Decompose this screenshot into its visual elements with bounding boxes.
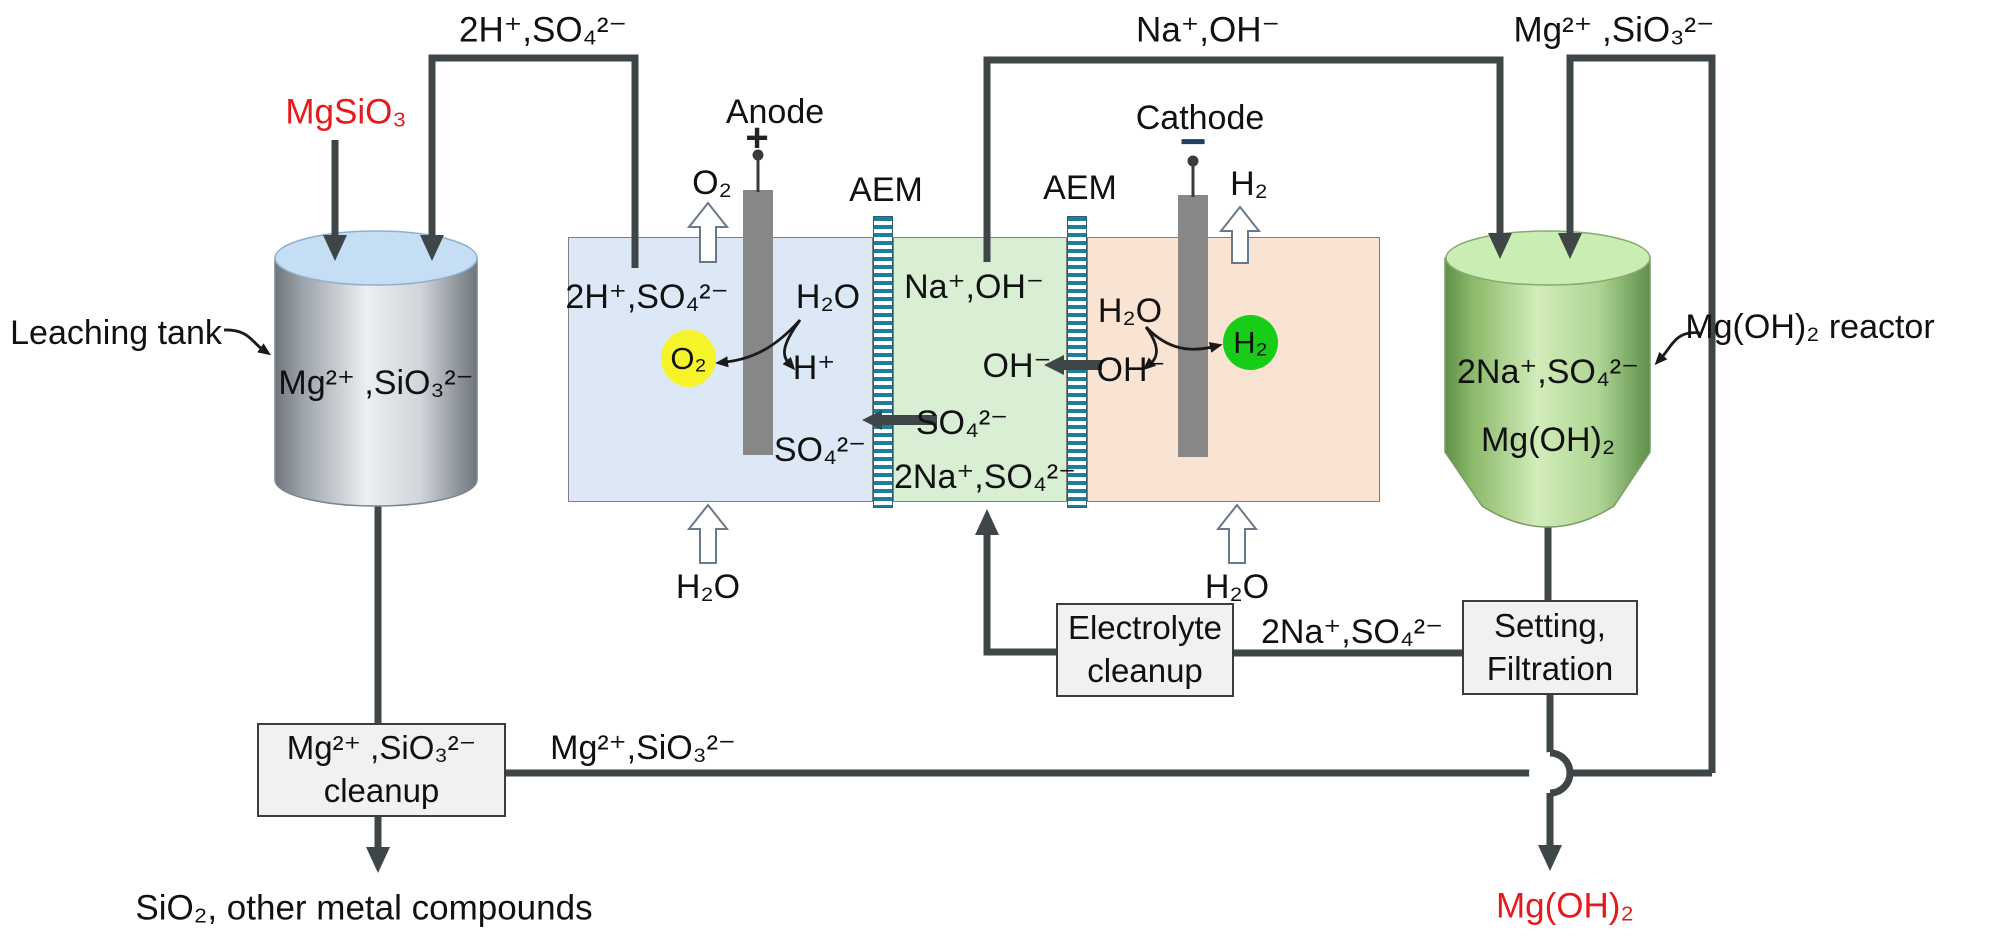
catholyte-chamber <box>1087 237 1380 502</box>
leaching-tank-callout-arrow <box>223 328 272 356</box>
naoh-recycle-line <box>983 56 1512 262</box>
center-hydroxide-label: OH⁻ <box>982 347 1052 385</box>
electrolyte-cleanup-line2: cleanup <box>1087 652 1203 689</box>
water-in-arrow-left <box>686 503 730 564</box>
center-bottom-label: 2Na⁺,SO₄²⁻ <box>893 458 1077 496</box>
electrolyte-cleanup-line1: Electrolyte <box>1067 609 1223 647</box>
anode-bar <box>743 190 773 455</box>
electrolyte-return-line <box>975 509 1056 656</box>
anolyte-solution-label: 2H⁺,SO₄²⁻ <box>565 278 729 316</box>
tank-content-label: Mg²⁺ ,SiO₃²⁻ <box>278 364 474 402</box>
aem-membrane-left <box>873 216 893 508</box>
cathode-bar <box>1178 195 1208 457</box>
setting-filtration-line1: Setting, <box>1494 606 1606 644</box>
sodium-sulfate-label: 2Na⁺,SO₄²⁻ <box>1260 613 1444 651</box>
hydrogen-out-label: H₂ <box>1230 165 1268 203</box>
mgsi-out-label: Mg²⁺,SiO₃²⁻ <box>550 729 736 767</box>
setting-filtration-box: Setting, Filtration <box>1462 600 1638 695</box>
mg-cleanup-line1: Mg²⁺ ,SiO₃²⁻ <box>286 729 477 767</box>
line-hop-arc <box>1549 749 1574 797</box>
leaching-tank-label: Leaching tank <box>10 314 222 352</box>
mgsio3-feed-label: MgSiO₃ <box>285 92 407 132</box>
oxygen-out-label: O₂ <box>692 164 732 202</box>
reactor-top <box>1445 230 1651 286</box>
electrolyte-cleanup-box: Electrolyte cleanup <box>1056 603 1234 697</box>
aem-left-label: AEM <box>849 171 923 209</box>
anolyte-water-label: H₂O <box>795 278 861 316</box>
reactor-body <box>1444 257 1651 528</box>
mgsi-recycle-label: Mg²⁺ ,SiO₃²⁻ <box>1513 10 1715 50</box>
line-hop-mask <box>1529 752 1571 794</box>
center-solution-label: Na⁺,OH⁻ <box>904 268 1044 306</box>
cathode-sign: − <box>1179 115 1207 167</box>
anode-sign: + <box>745 116 769 160</box>
anolyte-sulfate-label: SO₄²⁻ <box>773 431 867 469</box>
byproduct-label: SiO₂, other metal compounds <box>135 888 593 928</box>
anolyte-chamber <box>568 237 873 502</box>
proton-label: H⁺ <box>792 349 836 387</box>
catholyte-hydroxide-label: OH⁻ <box>1096 351 1166 389</box>
water-in-arrow-right <box>1215 503 1259 564</box>
water-in-left-label: H₂O <box>675 568 741 606</box>
catholyte-water-label: H₂O <box>1097 292 1163 330</box>
oxygen-bubble: O₂ <box>661 330 716 387</box>
leaching-tank-top <box>274 230 478 286</box>
water-in-right-label: H₂O <box>1204 568 1270 606</box>
aem-right-label: AEM <box>1043 169 1117 207</box>
anode-label: Anode <box>725 93 825 131</box>
naoh-recycle-label: Na⁺,OH⁻ <box>1136 10 1280 50</box>
product-label: Mg(OH)₂ <box>1495 886 1635 926</box>
reactor-content-bottom-label: Mg(OH)₂ <box>1480 421 1616 459</box>
mg-cleanup-line2: cleanup <box>323 772 440 809</box>
reactor-content-top-label: 2Na⁺,SO₄²⁻ <box>1456 353 1640 391</box>
cathode-label: Cathode <box>1135 99 1265 137</box>
hydrogen-bubble-label: H₂ <box>1233 324 1268 360</box>
hydrogen-bubble: H₂ <box>1223 315 1278 370</box>
acid-recycle-label: 2H⁺,SO₄²⁻ <box>459 10 627 50</box>
oxygen-bubble-label: O₂ <box>670 340 707 376</box>
reactor-callout-label: Mg(OH)₂ reactor <box>1685 308 1935 346</box>
center-chamber <box>893 237 1067 502</box>
setting-filtration-line2: Filtration <box>1486 649 1614 687</box>
mg-cleanup-box: Mg²⁺ ,SiO₃²⁻ cleanup <box>257 723 506 817</box>
center-sulfate-label: SO₄²⁻ <box>915 404 1009 442</box>
